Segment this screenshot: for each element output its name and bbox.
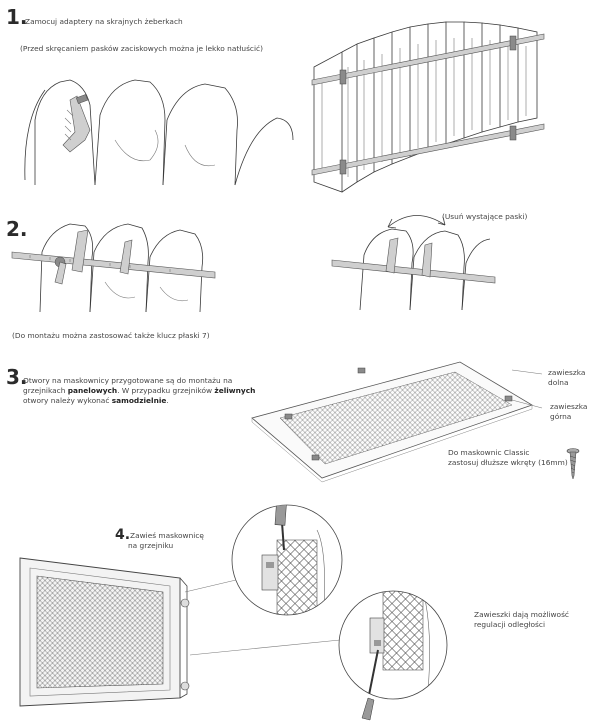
step-4-bottom-hanger-zoom-illustration [338,590,448,721]
screw-icon [566,448,580,480]
label-hanger-top-line1: zawieszka [550,402,588,411]
label-hanger-top: zawieszka górna [550,402,587,422]
label-hanger-bottom-line1: zawieszka [548,368,586,377]
step-4-text-line-1: Zawieś maskownicę [130,531,204,540]
step-3-text-line-3: otwory należy wykonać samodzielnie. [23,396,169,406]
step-3-text-3a: otwory należy wykonać [23,396,112,405]
step-4-text-line-2: na grzejniku [128,541,174,550]
step-1-adapter-detail-illustration [24,79,294,186]
step-3-text-3b: . [166,396,169,405]
classic-screws-note: Do maskownic Classic zastosuj dłuższe wk… [448,448,568,468]
step-4-note-line-2: regulacji odległości [474,620,545,629]
step-3-number: 3. [6,365,28,389]
label-hanger-bottom: zawieszka dolna [548,368,585,388]
step-4-note-line-1: Zawieszki dają możliwość [474,610,569,619]
step-1-note: (Przed skręcaniem pasków zaciskowych moż… [20,44,263,53]
step-3-text-2a: grzejnikach [23,386,68,395]
step-3-text-line-1: Otwory na maskownicy przygotowane są do … [23,376,233,385]
label-hanger-top-line2: górna [550,412,572,421]
step-1-number: 1. [6,5,28,29]
step-2-note-remove-straps: (Usuń wystające paski) [442,212,528,221]
classic-screws-note-line2: zastosuj dłuższe wkręty (16mm) [448,458,568,467]
step-4-top-hanger-zoom-illustration [231,504,343,616]
label-hanger-bottom-line2: dolna [548,378,569,387]
step-1-radiator-illustration [311,21,545,193]
step-3-text-line-2: grzejnikach panelowych. W przypadku grze… [23,386,255,396]
step-3-text-2b: . W przypadku grzejników [117,386,215,395]
step-3-cover-panel-illustration [251,361,543,483]
step-4-number: 4. [115,527,131,543]
step-2-bar-mounting-illustration [11,223,216,313]
step-3-bold-self: samodzielnie [111,396,167,405]
step-2-remove-straps-illustration [331,215,496,311]
classic-screws-note-line1: Do maskownic Classic [448,448,530,457]
step-1-title: Zamocuj adaptery na skrajnych żeberkach [25,17,183,26]
step-2-note-wrench: (Do montażu można zastosować także klucz… [12,331,210,340]
step-3-bold-cast-iron: żeliwnych [214,386,256,395]
step-4-mounted-cover-illustration [19,557,190,707]
step-3-bold-panel: panelowych [67,386,118,395]
step-2-number: 2. [6,217,28,241]
